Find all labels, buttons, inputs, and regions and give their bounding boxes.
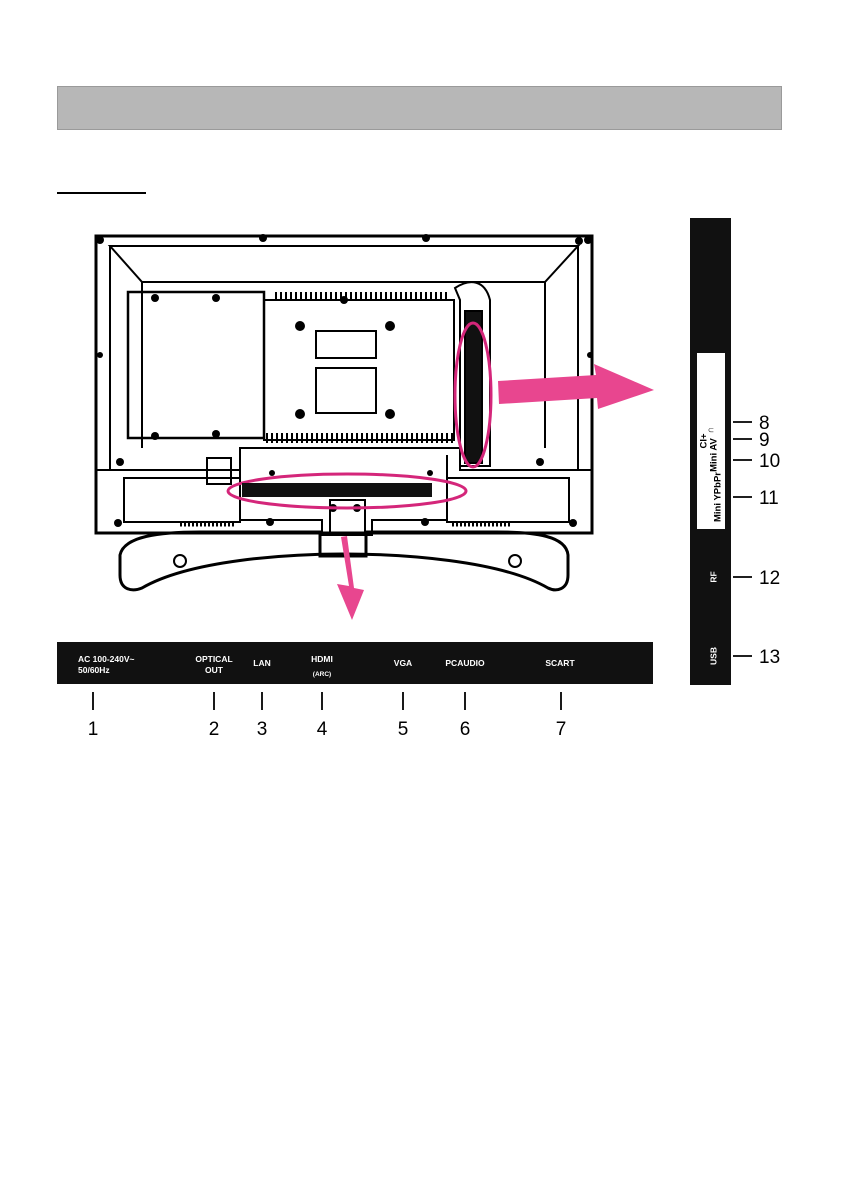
bottom-port-sublabel: 50/60Hz bbox=[78, 665, 110, 675]
callout-number: 3 bbox=[257, 719, 268, 740]
arrow-right bbox=[498, 364, 654, 409]
side-port-11: Mini YPbPr 11 bbox=[713, 472, 779, 522]
bottom-port-sublabel: OUT bbox=[205, 665, 224, 675]
bottom-port-label: OPTICAL bbox=[195, 654, 232, 664]
side-port-label: ∩ bbox=[706, 427, 717, 434]
bottom-port-label: PCAUDIO bbox=[445, 658, 485, 668]
callout-number: 4 bbox=[317, 719, 328, 740]
side-port-label: RF bbox=[708, 571, 718, 582]
callout-number: 7 bbox=[556, 719, 567, 740]
bottom-connector-strip bbox=[242, 483, 432, 497]
callout-number: 6 bbox=[460, 719, 471, 740]
bottom-port-label: SCART bbox=[545, 658, 575, 668]
callout-number: 2 bbox=[209, 719, 220, 740]
side-port-label: Mini YPbPr bbox=[713, 472, 724, 522]
callout-number: 13 bbox=[759, 647, 780, 668]
bottom-port-label: LAN bbox=[253, 658, 270, 668]
port-highlight-ellipses bbox=[228, 323, 491, 508]
bottom-port-sublabel: (ARC) bbox=[313, 671, 331, 678]
callout-number: 9 bbox=[759, 430, 770, 451]
callout-number: 11 bbox=[759, 488, 779, 509]
callout-number: 12 bbox=[759, 568, 780, 589]
side-port-label: Mini AV bbox=[709, 437, 720, 471]
bottom-port-label: HDMI bbox=[311, 654, 333, 664]
arrow-down bbox=[337, 536, 364, 620]
side-port-label: USB bbox=[708, 647, 718, 665]
callout-number: 1 bbox=[88, 719, 99, 740]
callout-number: 10 bbox=[759, 451, 780, 472]
bottom-port-label: AC 100-240V~ bbox=[78, 654, 135, 664]
bottom-port-label: VGA bbox=[394, 658, 412, 668]
callout-number: 5 bbox=[398, 719, 409, 740]
